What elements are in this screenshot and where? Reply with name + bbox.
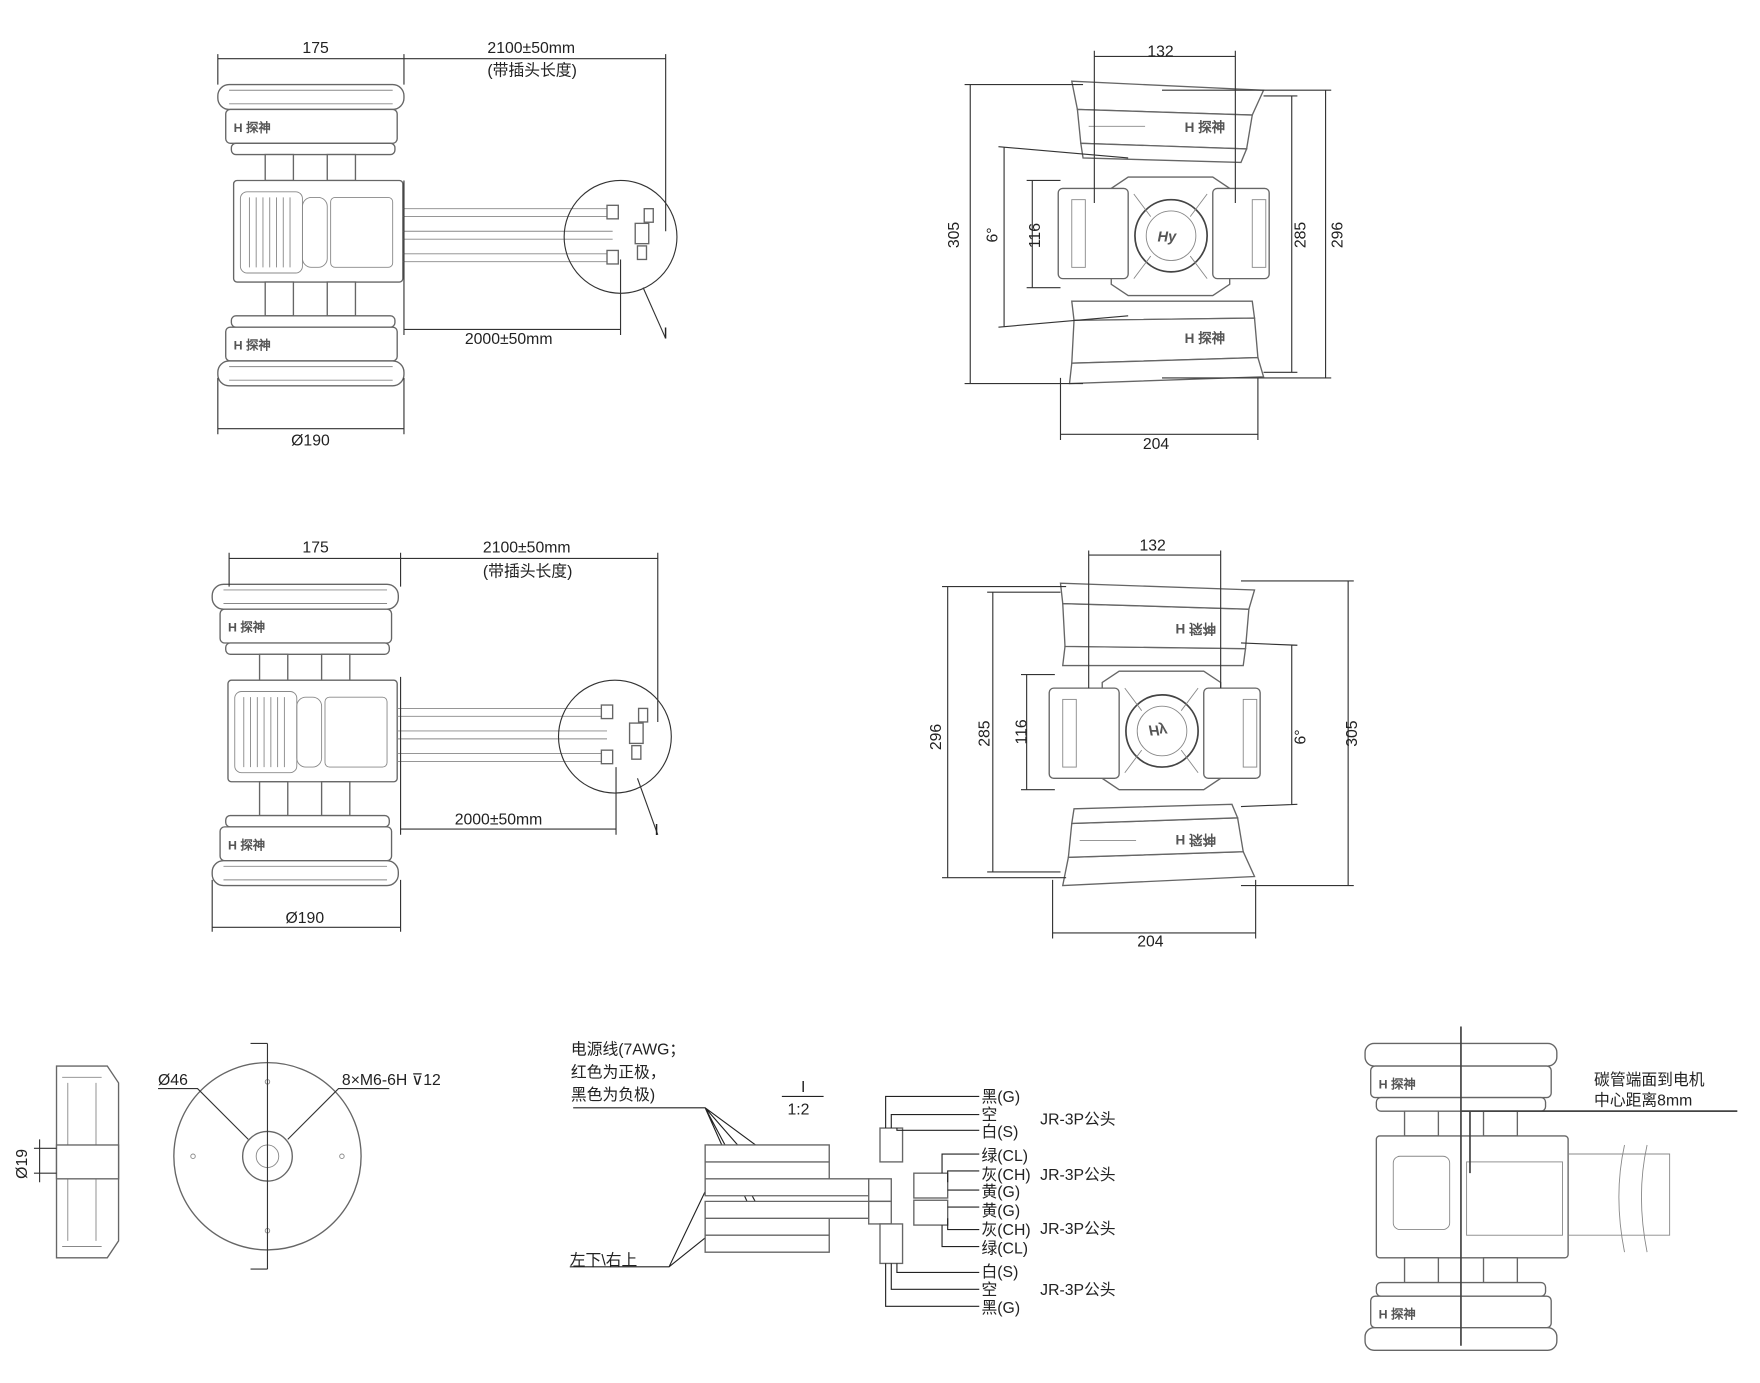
wire-label: 黑(G) xyxy=(982,1300,1021,1317)
cable-with-plug-label: 2100±50mm xyxy=(487,40,575,57)
power-note-line-1: 电源线(7AWG； xyxy=(571,1041,685,1059)
dim-body: 116 xyxy=(1014,719,1031,744)
wire-label: 白(S) xyxy=(982,1123,1019,1141)
wire-label: 灰(CH) xyxy=(982,1166,1031,1184)
width-dim-label: 175 xyxy=(302,540,329,557)
svg-text:H 探神: H 探神 xyxy=(1379,1077,1416,1092)
dim-bottom: 204 xyxy=(1137,933,1164,950)
shaft-diameter: Ø19 xyxy=(14,1149,31,1179)
side-view-2: 175 2100±50mm (带插头长度) 2000±50mm Ø190 I xyxy=(211,540,672,932)
motor-arm-side-drawing xyxy=(217,83,678,387)
scale-label: 1:2 xyxy=(787,1102,809,1119)
connector-label: JR-3P公头 xyxy=(1040,1281,1115,1299)
cable-with-plug-note: (带插头长度) xyxy=(483,562,572,580)
dim-body: 116 xyxy=(1027,223,1044,248)
wire-label: 空 xyxy=(982,1281,998,1299)
hole-circle-label: Ø46 xyxy=(158,1072,188,1089)
tube-note-line-1: 碳管端面到电机 xyxy=(1594,1071,1705,1089)
top-view-1: 132 305 6° 116 285 296 204 xyxy=(946,43,1347,453)
dim-outer: 296 xyxy=(928,724,945,751)
cable-with-plug-label: 2100±50mm xyxy=(483,540,571,557)
dim-outer: 296 xyxy=(1330,222,1347,249)
tube-note-line-2: 中心距离8mm xyxy=(1594,1091,1692,1109)
power-note-line-2: 红色为正极， xyxy=(571,1063,666,1081)
wire-label: 绿(CL) xyxy=(982,1147,1028,1165)
motor-arm-top-drawing xyxy=(1057,80,1271,385)
dim-top: 132 xyxy=(1147,43,1173,60)
wire-group-1: 黑(G) 空 白(S) JR-3P公头 xyxy=(982,1089,1116,1141)
dim-top: 132 xyxy=(1139,537,1165,554)
detail-marker: I xyxy=(663,325,667,342)
detail-marker: I xyxy=(801,1079,805,1096)
connector-label: JR-3P公头 xyxy=(1040,1111,1115,1129)
wire-label: 绿(CL) xyxy=(982,1239,1028,1257)
wire-label: 黄(G) xyxy=(982,1202,1021,1220)
wire-label: 白(S) xyxy=(982,1263,1019,1281)
wiring-detail: 电源线(7AWG； 红色为正极， 黑色为负极) I 1:2 左下\右上 黑(G)… xyxy=(569,1041,1116,1317)
diameter-label: Ø190 xyxy=(286,910,325,927)
motor-arm-side-drawing xyxy=(211,583,672,887)
side-view-1: 175 2100±50mm (带插头长度) 2000±50mm Ø190 I xyxy=(217,40,678,450)
detail-marker: I xyxy=(654,822,658,839)
wire-label: 灰(CH) xyxy=(982,1221,1031,1239)
power-note-line-3: 黑色为负极) xyxy=(571,1086,655,1104)
wire-label: 黄(G) xyxy=(982,1183,1021,1201)
position-note: 左下\右上 xyxy=(570,1252,638,1270)
cable-with-plug-note: (带插头长度) xyxy=(487,62,576,80)
angle-label: 6° xyxy=(1292,729,1309,744)
connector-label: JR-3P公头 xyxy=(1040,1166,1115,1184)
dim-inner: 285 xyxy=(976,720,993,747)
dim-total-height: 305 xyxy=(1344,720,1361,747)
angle-label: 6° xyxy=(984,227,1001,242)
cable-length-label: 2000±50mm xyxy=(455,812,543,829)
tube-view: H 探神 H 探神 碳管端面到电机 中心距离8mm xyxy=(1364,1026,1738,1351)
diameter-label: Ø190 xyxy=(291,433,330,450)
wire-group-2: 绿(CL) 灰(CH) 黄(G) JR-3P公头 xyxy=(982,1147,1116,1201)
wire-label: 黑(G) xyxy=(982,1089,1021,1106)
svg-text:H 探神: H 探神 xyxy=(1379,1307,1416,1322)
wire-label: 空 xyxy=(982,1106,998,1124)
wire-group-3: 黄(G) 灰(CH) 绿(CL) JR-3P公头 xyxy=(982,1202,1116,1257)
screw-spec-label: 8×M6-6H ⊽12 xyxy=(342,1072,441,1089)
connector-label: JR-3P公头 xyxy=(1040,1220,1115,1238)
dim-total-height: 305 xyxy=(946,222,963,249)
dim-inner: 285 xyxy=(1292,222,1309,249)
cable-length-label: 2000±50mm xyxy=(465,331,553,348)
wire-group-4: 白(S) 空 黑(G) JR-3P公头 xyxy=(982,1263,1116,1317)
width-dim-label: 175 xyxy=(302,40,329,57)
mount-view: Ø19 Ø46 8×M6-6H ⊽12 xyxy=(14,1042,441,1270)
top-view-2: 132 296 285 116 6° 305 204 xyxy=(928,537,1361,950)
motor-arm-top-drawing xyxy=(1048,582,1262,887)
dim-bottom: 204 xyxy=(1143,436,1170,453)
